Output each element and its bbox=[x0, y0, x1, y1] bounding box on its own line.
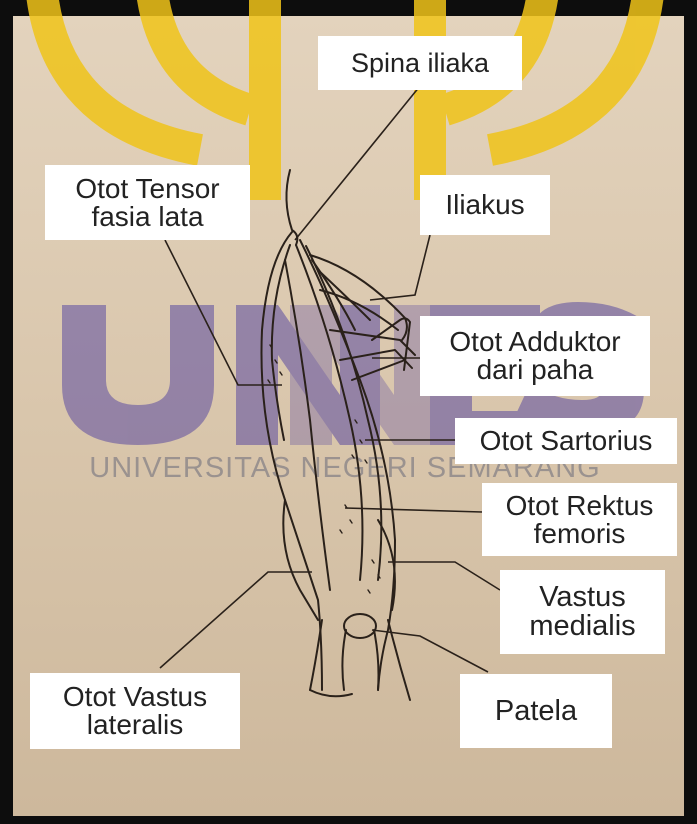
label-tensor-line-2: fasia lata bbox=[91, 203, 203, 231]
label-spina-iliaka: Spina iliaka bbox=[318, 36, 522, 90]
label-vastus-lateralis-line-2: lateralis bbox=[87, 711, 183, 739]
label-rektus-line-1: Otot Rektus bbox=[506, 492, 654, 520]
label-vastus-lateralis-line-1: Otot Vastus bbox=[63, 683, 207, 711]
label-otot-sartorius: Otot Sartorius bbox=[455, 418, 677, 464]
label-adduktor-line-2: dari paha bbox=[477, 356, 594, 384]
label-adduktor-line-1: Otot Adduktor bbox=[449, 328, 620, 356]
label-vastus-medialis-line-1: Vastus bbox=[539, 583, 626, 612]
label-tensor-line-1: Otot Tensor bbox=[75, 175, 219, 203]
label-otot-rektus-femoris: Otot Rektus femoris bbox=[482, 483, 677, 556]
label-otot-adduktor: Otot Adduktor dari paha bbox=[420, 316, 650, 396]
label-vastus-medialis-line-2: medialis bbox=[529, 612, 635, 641]
label-patela: Patela bbox=[460, 674, 612, 748]
label-patela-text: Patela bbox=[495, 697, 577, 726]
label-vastus-medialis: Vastus medialis bbox=[500, 570, 665, 654]
label-spina-iliaka-text: Spina iliaka bbox=[351, 50, 489, 77]
label-sartorius-text: Otot Sartorius bbox=[480, 427, 653, 455]
label-otot-tensor-fasia-lata: Otot Tensor fasia lata bbox=[45, 165, 250, 240]
label-otot-vastus-lateralis: Otot Vastus lateralis bbox=[30, 673, 240, 749]
label-iliakus-text: Iliakus bbox=[445, 191, 524, 219]
label-iliakus: Iliakus bbox=[420, 175, 550, 235]
label-rektus-line-2: femoris bbox=[534, 520, 626, 548]
